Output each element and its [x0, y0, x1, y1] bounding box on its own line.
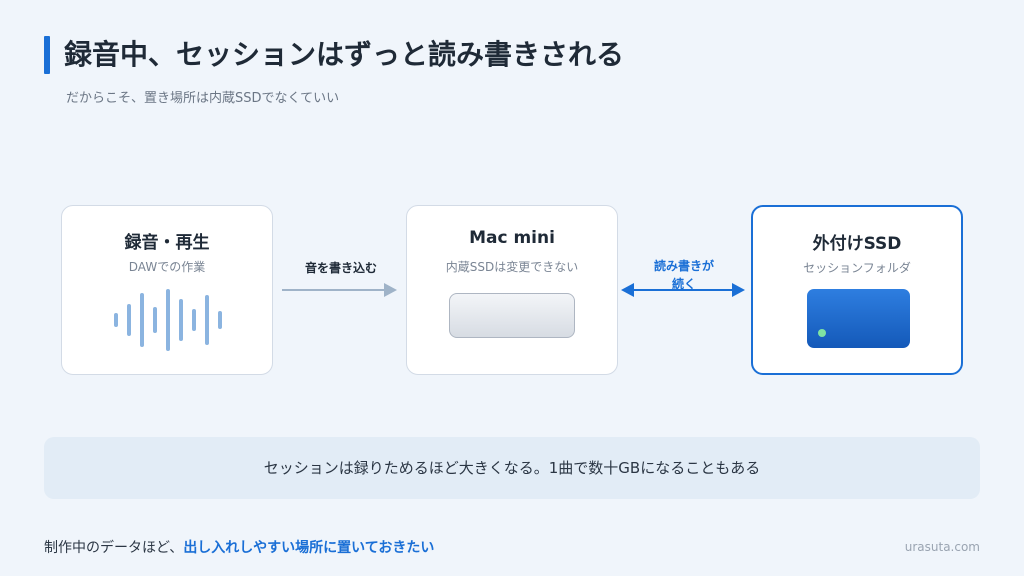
recording-card: 録音・再生 DAWでの作業 [61, 205, 273, 375]
readwrite-label-line1: 読み書きが [653, 259, 714, 273]
recording-card-subtitle: DAWでの作業 [128, 260, 206, 274]
readwrite-arrow-icon [621, 283, 745, 297]
readwrite-label-line2: 続く [671, 277, 696, 291]
footer-emphasis: 出し入れしやすい場所に置いておきたい [183, 540, 435, 556]
brand-label: urasuta.com [904, 540, 980, 554]
external-ssd-card-title: 外付けSSD [812, 234, 902, 254]
write-arrow-icon [282, 283, 397, 297]
mac-mini-card: Mac mini 内蔵SSDは変更できない [406, 205, 618, 375]
readwrite-arrow-label: 読み書きが 続く [622, 257, 746, 293]
footer-text: 制作中のデータほど、 [44, 540, 184, 556]
external-ssd-card-subtitle: セッションフォルダ [803, 261, 911, 275]
recording-card-title: 録音・再生 [124, 233, 210, 253]
info-note: セッションは録りためるほど大きくなる。1曲で数十GBになることもある [44, 437, 980, 499]
page-subtitle: だからこそ、置き場所は内蔵SSDでなくていい [66, 91, 340, 106]
external-ssd-icon [807, 289, 910, 348]
mac-mini-card-title: Mac mini [469, 228, 555, 248]
ssd-led-icon [818, 329, 826, 337]
footer-message: 制作中のデータほど、出し入れしやすい場所に置いておきたい [44, 537, 434, 557]
page-title: 録音中、セッションはずっと読み書きされる [64, 38, 625, 71]
external-ssd-card: 外付けSSD セッションフォルダ [751, 205, 963, 375]
mac-mini-icon [449, 293, 575, 338]
write-arrow-label: 音を書き込む [304, 261, 377, 275]
waveform-icon [114, 289, 222, 351]
title-accent-bar [44, 36, 50, 74]
mac-mini-card-subtitle: 内蔵SSDは変更できない [445, 260, 579, 274]
